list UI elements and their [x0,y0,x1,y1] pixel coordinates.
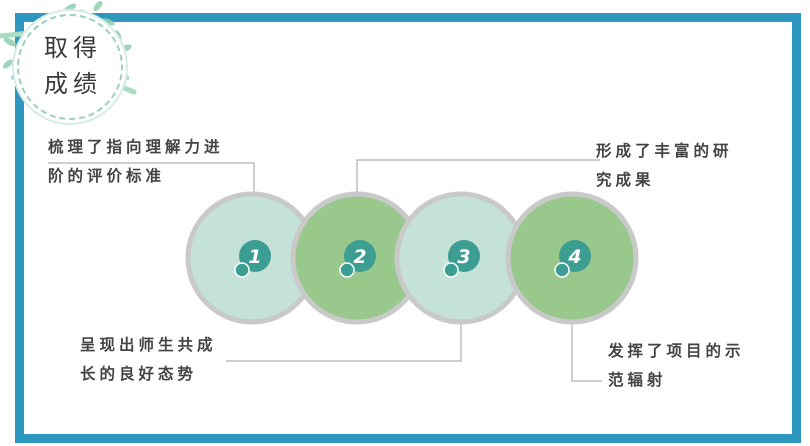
caption-1: 梳理了指向理解力进 阶的评价标准 [48,133,224,191]
caption-3-line-2: 长的良好态势 [80,365,198,383]
caption-2-line-1: 形成了丰富的研 [596,142,733,160]
step-circle-2: 2 [290,191,424,325]
step-number-4: 4 [567,246,581,268]
caption-2-line-2: 究成果 [596,171,655,189]
caption-4: 发挥了项目的示 范辐射 [608,337,745,395]
caption-3-line-1: 呈现出师生共成 [80,336,217,354]
step-number-2: 2 [353,246,366,268]
step-number-3: 3 [457,246,470,268]
caption-2: 形成了丰富的研 究成果 [596,137,733,195]
caption-1-line-1: 梳理了指向理解力进 [48,138,224,156]
step-number-1: 1 [248,246,261,268]
title-badge: 取得 成绩 [17,14,123,120]
caption-3: 呈现出师生共成 长的良好态势 [80,331,217,389]
step-circle-3: 3 [394,191,528,325]
step-circle-4: 4 [505,191,639,325]
title-line-1: 取得 [44,34,102,62]
caption-4-line-1: 发挥了项目的示 [608,342,745,360]
step-circle-1: 1 [185,191,319,325]
caption-1-line-2: 阶的评价标准 [48,167,166,185]
caption-4-line-2: 范辐射 [608,371,667,389]
title-line-2: 成绩 [44,70,102,98]
